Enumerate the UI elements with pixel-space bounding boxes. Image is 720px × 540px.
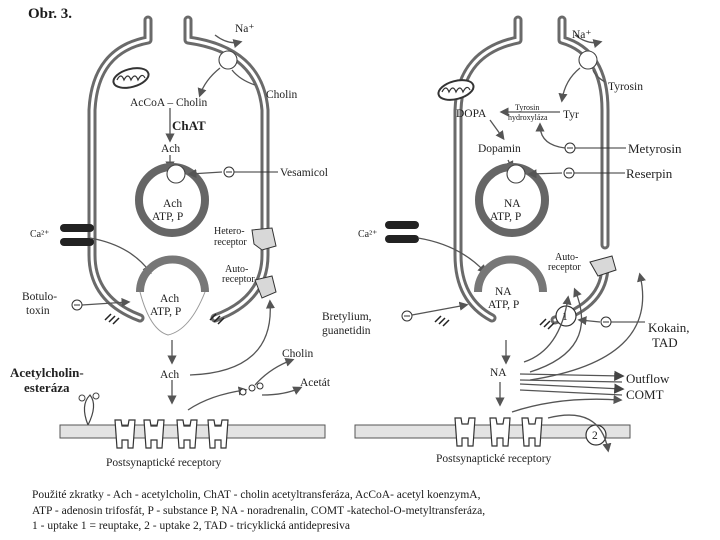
left-release-ach: Ach — [160, 293, 179, 305]
snare-proteins — [104, 313, 225, 325]
botulotoxin-label-2: toxin — [26, 305, 50, 317]
left-auto-label-2: receptor — [222, 274, 255, 285]
metyrosin-label: Metyrosin — [628, 141, 682, 156]
choline-acetate-molecules — [239, 382, 264, 396]
release-vesicle — [136, 255, 209, 293]
dopamin-label: Dopamin — [478, 143, 521, 155]
caption-line-1: Použité zkratky - Ach - acetylcholin, Ch… — [32, 489, 481, 501]
right-mitochondrion-icon — [437, 79, 475, 101]
left-chat-label: ChAT — [172, 118, 206, 133]
right-release-vesicle — [474, 255, 547, 293]
right-vesicle-transporter — [506, 164, 526, 184]
caption-line-3: 1 - uptake 1 = reuptake, 2 - uptake 2, T… — [32, 520, 350, 532]
caption-line-2: ATP - adenosin trifosfát, P - substance … — [32, 504, 486, 517]
acetat-label: Acetát — [300, 377, 331, 389]
vesicle-transporter — [166, 164, 186, 184]
left-cholinergic-terminal — [59, 15, 326, 449]
right-auto-label-1: Auto- — [555, 252, 578, 263]
left-accoa-label: AcCoA – Cholin — [130, 97, 208, 109]
uptake2-label: 2 — [592, 430, 598, 442]
left-vesicle-ach: Ach — [163, 198, 182, 210]
esterase-label-2: esteráza — [24, 380, 70, 395]
right-na-label: Na⁺ — [572, 29, 591, 41]
left-release-atp: ATP, P — [150, 306, 181, 318]
right-autoreceptor-icon — [589, 255, 617, 277]
botulotoxin-inhibit-icon — [71, 299, 83, 311]
left-receptors-label: Postsynaptické receptory — [106, 457, 222, 469]
outflow-label: Outflow — [626, 371, 670, 386]
kokain-label-2: TAD — [652, 335, 678, 350]
right-receptors-label: Postsynaptické receptory — [436, 453, 552, 465]
figure-title: Obr. 3. — [28, 6, 73, 22]
tyrosin-label: Tyrosin — [608, 81, 643, 93]
bretylium-label-2: guanetidin — [322, 325, 371, 337]
vesamicol-label: Vesamicol — [280, 167, 328, 179]
dopa-label: DOPA — [456, 108, 487, 120]
tyr-label: Tyr — [563, 109, 579, 121]
comt-label: COMT — [626, 387, 664, 402]
calcium-channel-icon — [60, 224, 94, 246]
left-auto-label-1: Auto- — [225, 264, 248, 275]
tyrosine-transporter — [578, 50, 598, 70]
right-vesicle-atp: ATP, P — [490, 211, 521, 223]
heteroreceptor-icon — [251, 227, 277, 251]
right-noradrenergic-terminal — [354, 15, 646, 453]
hetero-label-1: Hetero- — [214, 226, 245, 237]
na-cleft-label: NA — [490, 367, 507, 379]
right-snare-proteins — [434, 315, 555, 330]
cholin-out-label: Cholin — [282, 348, 314, 360]
reserpin-label: Reserpin — [626, 166, 673, 181]
right-release-na: NA — [495, 286, 512, 298]
esterase-label-1: Acetylcholin- — [10, 365, 84, 380]
right-postsynaptic-receptors — [454, 417, 543, 447]
uptake1-label: 1 — [562, 311, 568, 323]
autoreceptor-icon — [254, 275, 277, 299]
hetero-label-2: receptor — [214, 237, 247, 248]
abbreviations-caption: Použité zkratky - Ach - acetylcholin, Ch… — [32, 488, 672, 535]
right-vesicle-na: NA — [504, 198, 521, 210]
hydroxylase-label-1: Tyrosin — [515, 103, 539, 112]
left-vesicle-atp: ATP, P — [152, 211, 183, 223]
right-ca-label: Ca²⁺ — [358, 229, 377, 240]
right-calcium-channel-icon — [385, 221, 419, 243]
bretylium-label-1: Bretylium, — [322, 311, 372, 323]
left-ach-top-label: Ach — [161, 143, 180, 155]
left-postsynaptic-receptors — [114, 419, 229, 449]
right-release-atp: ATP, P — [488, 299, 519, 311]
mitochondrion-icon — [112, 67, 150, 89]
left-ca-label: Ca²⁺ — [30, 229, 49, 240]
left-ach-cleft-label: Ach — [160, 369, 179, 381]
kokain-label-1: Kokain, — [648, 320, 690, 335]
esterase-enzyme-icon — [83, 394, 95, 426]
left-cholin-in-label: Cholin — [266, 89, 298, 101]
botulotoxin-label-1: Botulo- — [22, 291, 57, 303]
left-na-label: Na⁺ — [235, 23, 254, 35]
choline-transporter — [218, 50, 238, 70]
hydroxylase-label-2: hydroxyláza — [508, 113, 548, 122]
bretylium-inhibit-icon — [401, 310, 413, 322]
right-auto-label-2: receptor — [548, 262, 581, 273]
